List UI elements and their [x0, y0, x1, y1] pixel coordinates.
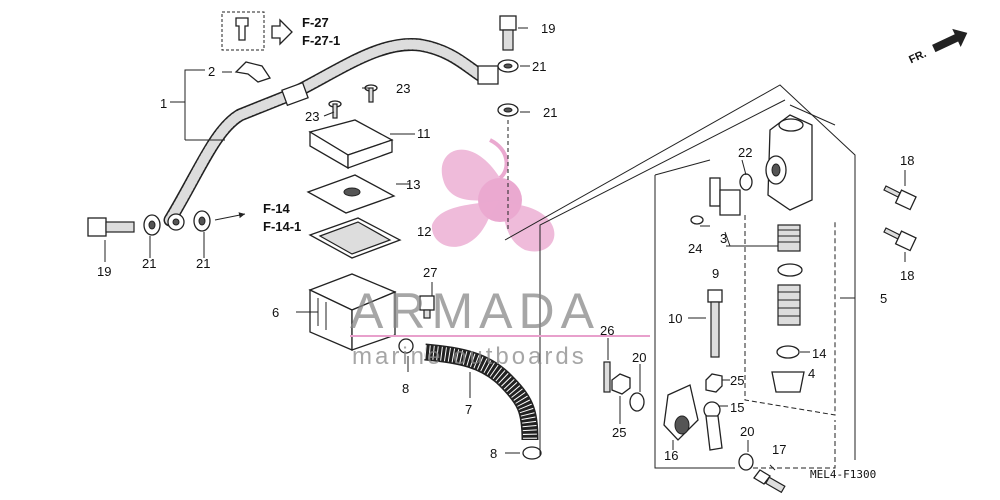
- reservoir-hose: [424, 343, 539, 441]
- boot-4: [771, 371, 805, 393]
- callout-26: 26: [600, 323, 614, 338]
- callout-7: 7: [465, 402, 472, 417]
- callout-2: 2: [208, 64, 215, 79]
- reservoir-diaphragm: [308, 217, 402, 259]
- washer-20-left: [629, 392, 645, 412]
- callout-1: 1: [160, 96, 167, 111]
- callout-15: 15: [730, 400, 744, 415]
- diagram-code: MEL4-F1300: [810, 468, 876, 481]
- callout-4: 4: [808, 366, 815, 381]
- callout-23-left: 23: [305, 109, 319, 124]
- callout-17: 17: [772, 442, 786, 457]
- callout-9: 9: [712, 266, 719, 281]
- reference-f27-group: F-27 F-27-1: [221, 11, 340, 51]
- master-cylinder-body: [765, 114, 813, 211]
- callout-13: 13: [406, 177, 420, 192]
- armada-logo-icon: [431, 138, 555, 252]
- nut-25-left: [611, 373, 631, 395]
- washer-20-right: [738, 453, 754, 471]
- callout-19-top: 19: [541, 21, 555, 36]
- callout-14: 14: [812, 346, 826, 361]
- callout-6: 6: [272, 305, 279, 320]
- nut-25-right: [705, 373, 723, 393]
- callout-21-left-b: 21: [196, 256, 210, 271]
- brake-switch: [709, 177, 741, 216]
- clevis-16: [663, 384, 699, 441]
- callout-20-left: 20: [632, 350, 646, 365]
- piston-cup: [777, 263, 803, 277]
- banjo-bolt-top: [499, 15, 517, 51]
- callout-21-top-a: 21: [532, 59, 546, 74]
- bolt-27: [419, 295, 435, 319]
- reference-f14-1: F-14-1: [263, 219, 301, 234]
- pin-26: [603, 361, 611, 393]
- washer-14: [776, 345, 800, 359]
- watermark: ARMADA marine outboards: [350, 283, 650, 370]
- callout-18-lower: 18: [900, 268, 914, 283]
- callout-3: 3: [720, 231, 727, 246]
- reference-f27-1: F-27-1: [302, 33, 340, 48]
- callout-12: 12: [417, 224, 431, 239]
- front-direction-indicator: FR.: [907, 28, 968, 66]
- reference-f27: F-27: [302, 15, 329, 30]
- callout-5: 5: [880, 291, 887, 306]
- o-ring-22: [739, 173, 753, 191]
- watermark-tagline: marine outboards: [352, 343, 587, 370]
- callout-11: 11: [417, 126, 431, 141]
- hose-clip-lower: [522, 446, 542, 460]
- callout-21-top-b: 21: [543, 105, 557, 120]
- joint-15: [703, 401, 723, 451]
- callout-20-right: 20: [740, 424, 754, 439]
- reservoir-cap: [308, 119, 394, 170]
- push-rod: [707, 289, 723, 358]
- brake-hose-upper: [163, 37, 499, 231]
- callout-23-right: 23: [396, 81, 410, 96]
- callout-19-left: 19: [97, 264, 111, 279]
- watermark-brand: ARMADA: [350, 283, 600, 339]
- callout-8-upper: 8: [402, 381, 409, 396]
- bolt-18-lower: [883, 227, 917, 252]
- callout-18-upper: 18: [900, 153, 914, 168]
- reference-f14: F-14: [263, 201, 291, 216]
- reservoir-diaphragm-plate: [306, 174, 396, 214]
- front-arrow-label: FR.: [907, 48, 928, 66]
- hose-clip-upper: [398, 338, 414, 354]
- hose-clamp: [234, 61, 272, 83]
- bolt-17: [753, 469, 786, 494]
- callout-21-left-a: 21: [142, 256, 156, 271]
- callout-22: 22: [738, 145, 752, 160]
- callout-24: 24: [688, 241, 702, 256]
- bolt-18-upper: [883, 185, 917, 211]
- screw-23-b: [328, 100, 342, 119]
- callout-10: 10: [668, 311, 682, 326]
- callout-16: 16: [664, 448, 678, 463]
- callout-27: 27: [423, 265, 437, 280]
- screw-24: [690, 215, 704, 225]
- piston-spring-lower: [777, 284, 801, 326]
- banjo-bolt-left: [87, 217, 135, 237]
- callout-8-lower: 8: [490, 446, 497, 461]
- piston-spring-upper: [777, 224, 801, 252]
- callout-25-left: 25: [612, 425, 626, 440]
- callout-25-right: 25: [730, 373, 744, 388]
